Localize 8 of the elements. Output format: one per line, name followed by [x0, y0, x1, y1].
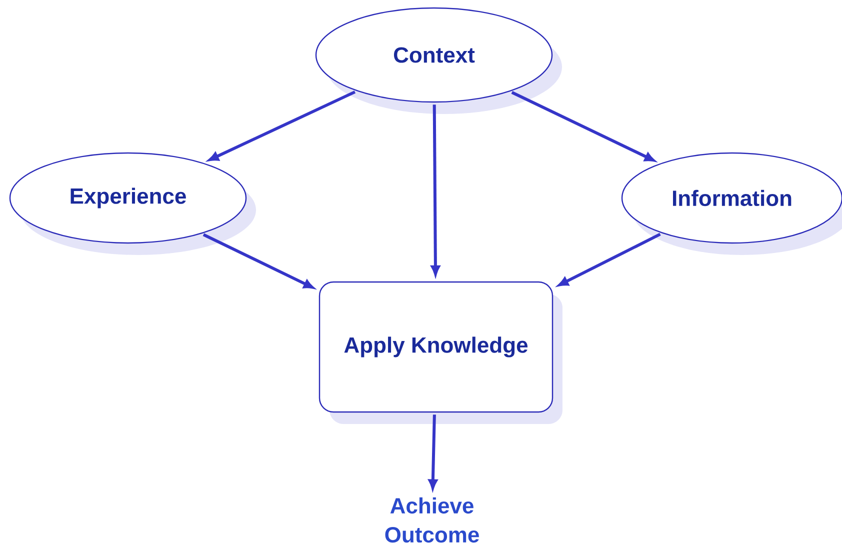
arrow [558, 232, 661, 286]
outcome-text: Achieve Outcome [385, 497, 479, 543]
ellipse-node: Information [621, 152, 842, 255]
process-box: Apply Knowledge [318, 281, 562, 424]
ellipse-node: Context [315, 7, 562, 114]
arrow [511, 91, 655, 162]
ellipse-node: Experience [9, 152, 256, 255]
arrow [202, 233, 314, 289]
